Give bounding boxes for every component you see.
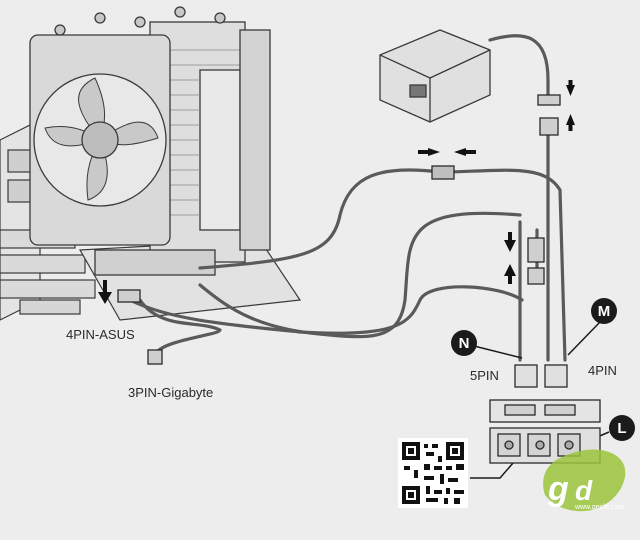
arrow-down-icon [98,292,112,304]
power-supply [379,29,491,123]
cpu-cooler [29,6,271,276]
watermark-logo: g d [543,449,626,512]
qr-code [398,438,468,508]
arrow-down-icon [566,85,575,96]
connectors [117,94,568,388]
label-4pin: 4PIN [588,363,617,378]
arrow-up-icon [504,264,516,276]
arrow-up-icon [566,114,575,125]
cables [128,34,567,362]
badge-m: M [591,298,617,324]
svg-text:g: g [547,470,569,508]
label-3pin-gigabyte: 3PIN-Gigabyte [128,385,214,400]
watermark-domain: www.geold.com [575,504,625,511]
svg-text:d: d [575,475,593,506]
arrows [98,80,575,304]
arrow-left-icon [454,148,466,156]
label-5pin: 5PIN [470,368,499,383]
badge-n: N [451,330,477,356]
fan-hub [489,399,601,464]
badge-l: L [609,415,635,441]
arrow-right-icon [428,148,440,156]
arrow-down-icon [504,240,516,252]
label-4pin-asus: 4PIN-ASUS [66,327,135,342]
